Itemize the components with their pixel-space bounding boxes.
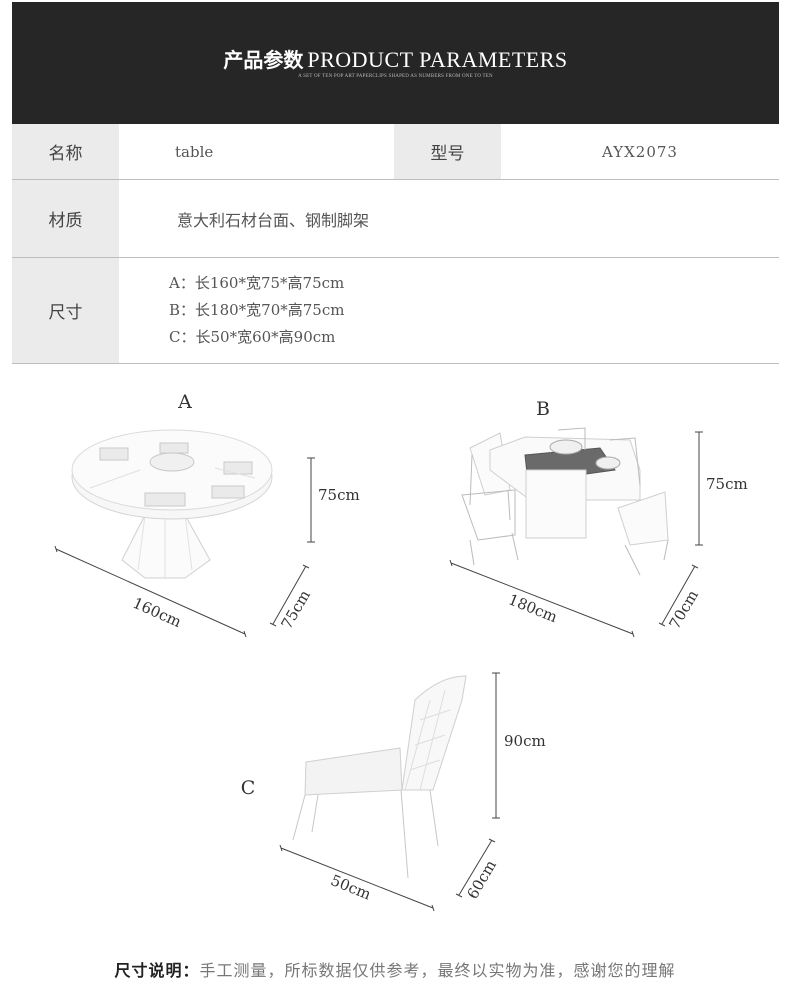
size-line-a: A：长160*宽75*高75cm — [169, 274, 345, 292]
drawing-c-height: 90cm — [504, 732, 546, 750]
spec-table: 名称 table 型号 AYX2073 材质 意大利石材台面、钢制脚架 尺寸 A… — [12, 124, 779, 364]
size-line-b: B：长180*宽70*高75cm — [169, 301, 345, 319]
table-a-illustration — [71, 429, 273, 579]
drawing-c-width: 60cm — [463, 857, 499, 902]
title-chinese: 产品参数 — [223, 48, 304, 72]
size-label: 尺寸 — [12, 258, 119, 363]
spec-row-size: 尺寸 A：长160*宽75*高75cm B：长180*宽70*高75cm C：长… — [12, 258, 779, 364]
model-value: AYX2073 — [602, 142, 678, 161]
drawing-b-length: 180cm — [506, 590, 560, 626]
drawing-a-length: 160cm — [130, 594, 184, 631]
name-value: table — [175, 142, 214, 161]
model-label: 型号 — [394, 124, 501, 179]
table-b-illustration — [461, 427, 669, 576]
size-note: 尺寸说明：手工测量，所标数据仅供参考，最终以实物为准，感谢您的理解 — [0, 957, 790, 981]
title-english: PRODUCT PARAMETERS — [307, 47, 568, 72]
drawing-a-letter: A — [177, 391, 192, 413]
drawing-b-letter: B — [536, 398, 550, 420]
drawing-b-width: 70cm — [665, 587, 701, 632]
material-label: 材质 — [12, 180, 119, 257]
drawing-a-width: 75cm — [277, 587, 313, 632]
name-label: 名称 — [12, 124, 119, 179]
size-note-label: 尺寸说明： — [114, 961, 200, 980]
material-value: 意大利石材台面、钢制脚架 — [177, 210, 370, 230]
drawing-a-height: 75cm — [318, 486, 360, 504]
chair-c-illustration — [292, 675, 467, 879]
drawing-b-height: 75cm — [706, 475, 748, 493]
size-note-text: 手工测量，所标数据仅供参考，最终以实物为准，感谢您的理解 — [199, 961, 676, 980]
spec-row-material: 材质 意大利石材台面、钢制脚架 — [12, 180, 779, 258]
spec-row-name: 名称 table 型号 AYX2073 — [12, 124, 779, 180]
size-values: A：长160*宽75*高75cm B：长180*宽70*高75cm C：长50*… — [119, 258, 779, 363]
size-line-c: C：长50*宽60*高90cm — [169, 328, 336, 346]
banner-subtitle: A SET OF TEN POP ART PAPERCLIPS SHAPED A… — [298, 74, 493, 79]
drawing-c-letter: C — [241, 777, 256, 799]
